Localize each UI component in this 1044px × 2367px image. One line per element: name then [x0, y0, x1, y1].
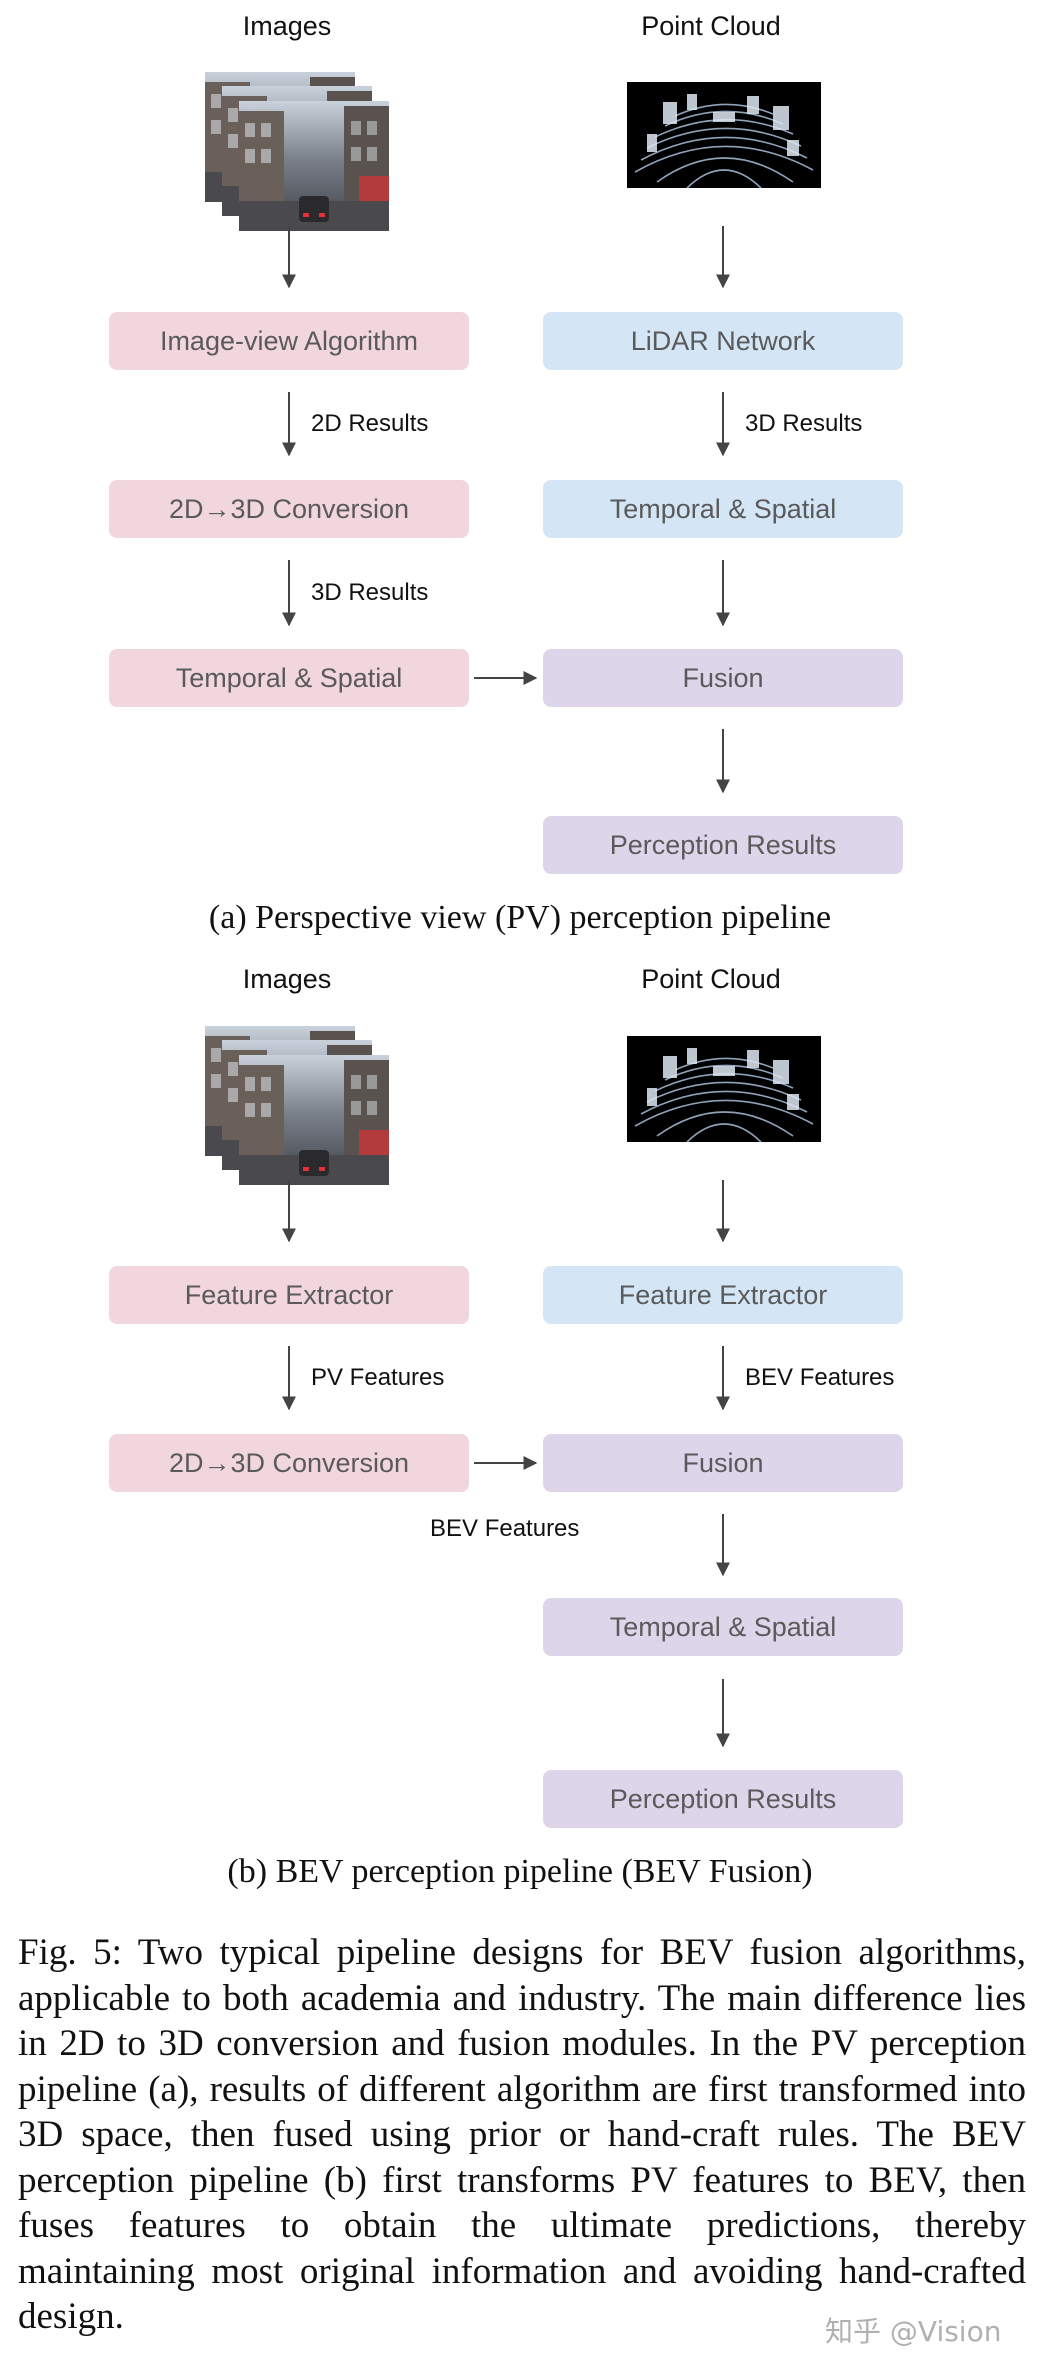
lidar-network-box: LiDAR Network: [543, 312, 903, 370]
conversion-label-a: 2D→3D Conversion: [169, 494, 409, 524]
feature-extractor-left-box: Feature Extractor: [109, 1266, 469, 1324]
temporal-spatial-label-b: Temporal & Spatial: [610, 1612, 837, 1642]
perception-results-label-a: Perception Results: [610, 830, 837, 860]
perception-results-box-a: Perception Results: [543, 816, 903, 874]
camera-images-stack-b: [205, 1026, 389, 1185]
feature-extractor-left-label: Feature Extractor: [185, 1280, 394, 1310]
perception-results-label-b: Perception Results: [610, 1784, 837, 1814]
pv-features-label: PV Features: [311, 1364, 444, 1391]
images-label-b: Images: [243, 964, 332, 994]
conversion-label-b: 2D→3D Conversion: [169, 1448, 409, 1478]
point-cloud-image-a: [626, 81, 822, 189]
temporal-spatial-right-box: Temporal & Spatial: [543, 480, 903, 538]
temporal-spatial-box-b: Temporal & Spatial: [543, 1598, 903, 1656]
results-3d-right-label: 3D Results: [745, 410, 862, 437]
bev-features-left-label: BEV Features: [430, 1515, 579, 1542]
images-label-a: Images: [243, 11, 332, 41]
bev-features-right-label: BEV Features: [745, 1364, 894, 1391]
perception-results-box-b: Perception Results: [543, 1770, 903, 1828]
temporal-spatial-right-label: Temporal & Spatial: [610, 494, 837, 524]
results-3d-left-label: 3D Results: [311, 579, 428, 606]
pointcloud-label-a: Point Cloud: [641, 11, 781, 41]
panel-a-pv-pipeline: Images Point Cloud Image-view Algorithm …: [109, 11, 903, 936]
image-view-algorithm-box: Image-view Algorithm: [109, 312, 469, 370]
feature-extractor-right-label: Feature Extractor: [619, 1280, 828, 1310]
conversion-box-b: 2D→3D Conversion: [109, 1434, 469, 1492]
figure-caption: Fig. 5: Two typical pipeline designs for…: [18, 1932, 1026, 2337]
temporal-spatial-left-box: Temporal & Spatial: [109, 649, 469, 707]
fusion-label-a: Fusion: [682, 663, 763, 693]
caption-a: (a) Perspective view (PV) perception pip…: [209, 899, 831, 936]
watermark: 知乎 @Vision: [825, 2315, 1002, 2348]
camera-images-stack-a: [205, 72, 389, 231]
fusion-label-b: Fusion: [682, 1448, 763, 1478]
fusion-box-b: Fusion: [543, 1434, 903, 1492]
results-2d-label: 2D Results: [311, 410, 428, 437]
lidar-network-label: LiDAR Network: [631, 326, 816, 356]
point-cloud-image-b: [626, 1035, 822, 1143]
panel-b-bev-pipeline: Images Point Cloud Feature Extractor PV …: [109, 964, 903, 1890]
temporal-spatial-left-label: Temporal & Spatial: [176, 663, 403, 693]
pointcloud-label-b: Point Cloud: [641, 964, 781, 994]
caption-b: (b) BEV perception pipeline (BEV Fusion): [227, 1853, 812, 1890]
image-view-algorithm-label: Image-view Algorithm: [160, 326, 418, 356]
conversion-box-a: 2D→3D Conversion: [109, 480, 469, 538]
feature-extractor-right-box: Feature Extractor: [543, 1266, 903, 1324]
fusion-box-a: Fusion: [543, 649, 903, 707]
